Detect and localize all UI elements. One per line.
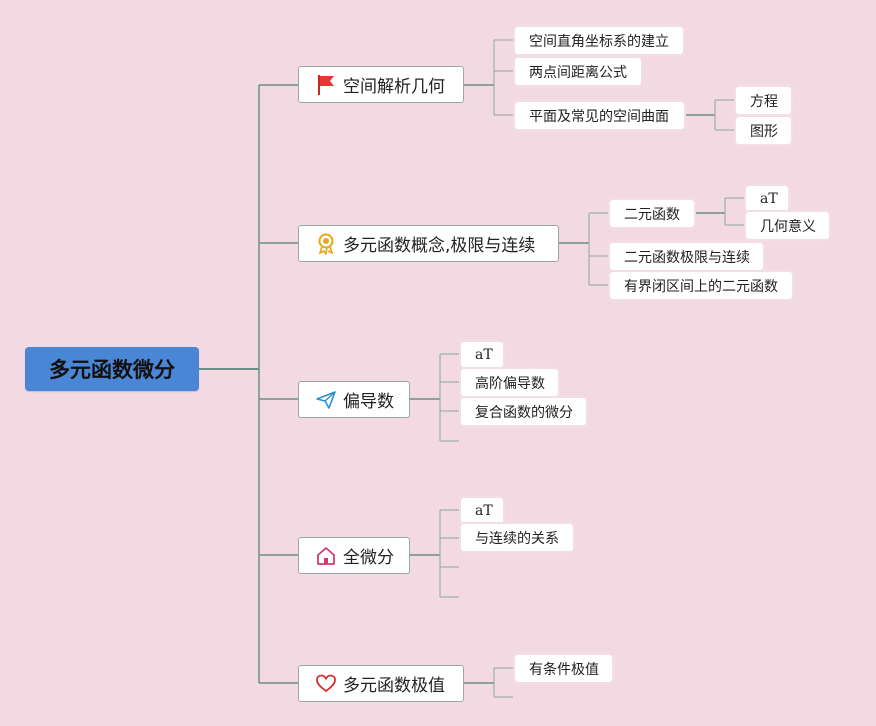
leaf-node[interactable]: 二元函数极限与连续: [608, 241, 765, 272]
leaf-node[interactable]: 有界闭区间上的二元函数: [608, 270, 794, 301]
branch-node-total-differential[interactable]: 全微分: [298, 537, 410, 574]
leaf-node[interactable]: 几何意义: [744, 210, 831, 241]
paper-plane-icon: [315, 389, 337, 411]
heart-icon: [315, 673, 337, 695]
leaf-node[interactable]: aT: [459, 340, 505, 369]
branch-label: 多元函数极值: [343, 676, 445, 696]
leaf-node[interactable]: aT: [459, 496, 505, 525]
branch-node-extrema[interactable]: 多元函数极值: [298, 665, 464, 702]
leaf-node[interactable]: aT: [744, 184, 790, 213]
red-flag-icon: [315, 74, 337, 96]
subtopic-node[interactable]: 平面及常见的空间曲面: [513, 100, 686, 131]
leaf-node[interactable]: 有条件极值: [513, 653, 614, 684]
house-icon: [315, 545, 337, 567]
leaf-node[interactable]: 与连续的关系: [459, 522, 575, 553]
leaf-node[interactable]: 两点间距离公式: [513, 56, 643, 87]
leaf-node[interactable]: 高阶偏导数: [459, 367, 560, 398]
branch-label: 偏导数: [343, 392, 394, 412]
root-node[interactable]: 多元函数微分: [25, 347, 199, 391]
branch-node-partial-derivatives[interactable]: 偏导数: [298, 381, 410, 418]
branch-label: 多元函数概念,极限与连续: [343, 236, 536, 256]
award-ribbon-icon: [315, 233, 337, 255]
branch-node-multivariable-concepts[interactable]: 多元函数概念,极限与连续: [298, 225, 559, 262]
subtopic-node[interactable]: 二元函数: [608, 198, 696, 229]
branch-node-analytic-geometry[interactable]: 空间解析几何: [298, 66, 464, 103]
leaf-node[interactable]: 复合函数的微分: [459, 396, 588, 427]
leaf-node[interactable]: 空间直角坐标系的建立: [513, 25, 685, 56]
branch-label: 全微分: [343, 548, 394, 568]
leaf-node[interactable]: 方程: [734, 85, 793, 116]
leaf-node[interactable]: 图形: [734, 115, 793, 146]
branch-label: 空间解析几何: [343, 77, 445, 97]
